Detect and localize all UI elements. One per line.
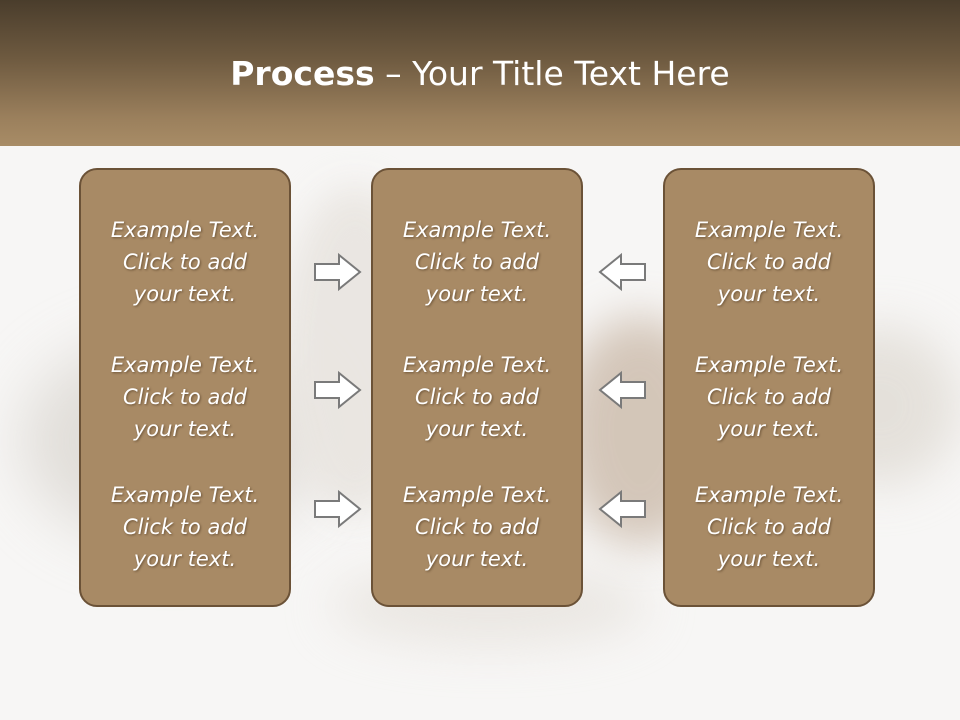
text-line: Example Text.	[110, 218, 260, 242]
text-block[interactable]: Example Text. Click to add your text.	[373, 349, 581, 445]
text-line: your text.	[133, 282, 237, 306]
slide-title[interactable]: Process – Your Title Text Here	[0, 52, 960, 96]
text-line: Click to add	[122, 515, 247, 539]
arrow-left-icon	[598, 252, 646, 292]
text-line: your text.	[425, 417, 529, 441]
process-box-right[interactable]: Example Text. Click to add your text. Ex…	[663, 168, 875, 607]
text-line: your text.	[425, 282, 529, 306]
text-line: Example Text.	[694, 353, 844, 377]
text-block[interactable]: Example Text. Click to add your text.	[81, 214, 289, 310]
text-line: Click to add	[414, 250, 539, 274]
text-line: Example Text.	[694, 483, 844, 507]
text-line: Example Text.	[110, 483, 260, 507]
text-line: Click to add	[122, 250, 247, 274]
text-line: Example Text.	[402, 483, 552, 507]
text-line: Click to add	[706, 515, 831, 539]
text-block[interactable]: Example Text. Click to add your text.	[81, 479, 289, 575]
text-block[interactable]: Example Text. Click to add your text.	[665, 349, 873, 445]
text-block[interactable]: Example Text. Click to add your text.	[373, 479, 581, 575]
process-box-left[interactable]: Example Text. Click to add your text. Ex…	[79, 168, 291, 607]
text-line: your text.	[717, 417, 821, 441]
text-line: Click to add	[122, 385, 247, 409]
slide-title-bold: Process	[230, 54, 375, 93]
text-line: your text.	[133, 547, 237, 571]
text-line: Example Text.	[110, 353, 260, 377]
arrow-left-icon	[598, 489, 646, 529]
process-box-center[interactable]: Example Text. Click to add your text. Ex…	[371, 168, 583, 607]
title-bar: Process – Your Title Text Here	[0, 0, 960, 146]
slide-title-rest: – Your Title Text Here	[374, 54, 730, 93]
arrow-right-icon	[314, 252, 362, 292]
text-block[interactable]: Example Text. Click to add your text.	[665, 479, 873, 575]
text-line: Click to add	[414, 515, 539, 539]
text-line: Example Text.	[402, 218, 552, 242]
text-line: Example Text.	[402, 353, 552, 377]
text-line: your text.	[717, 282, 821, 306]
text-line: Example Text.	[694, 218, 844, 242]
text-line: Click to add	[414, 385, 539, 409]
text-block[interactable]: Example Text. Click to add your text.	[81, 349, 289, 445]
arrow-right-icon	[314, 370, 362, 410]
arrow-right-icon	[314, 489, 362, 529]
text-line: your text.	[425, 547, 529, 571]
text-line: Click to add	[706, 385, 831, 409]
text-block[interactable]: Example Text. Click to add your text.	[665, 214, 873, 310]
text-line: Click to add	[706, 250, 831, 274]
text-line: your text.	[717, 547, 821, 571]
arrow-left-icon	[598, 370, 646, 410]
text-block[interactable]: Example Text. Click to add your text.	[373, 214, 581, 310]
text-line: your text.	[133, 417, 237, 441]
